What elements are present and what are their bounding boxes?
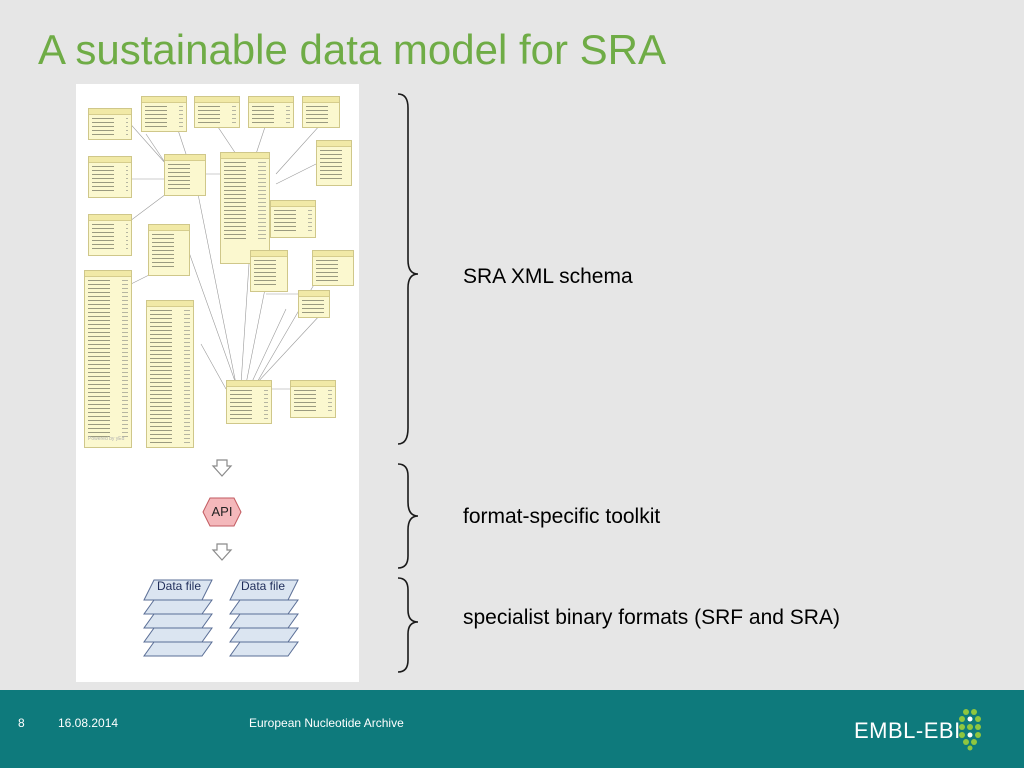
api-label: API (211, 504, 233, 519)
schema-table (312, 250, 354, 286)
footer-bar: 8 16.08.2014 European Nucleotide Archive… (0, 690, 1024, 768)
schema-table (141, 96, 187, 132)
schema-table (146, 300, 194, 448)
schema-table (316, 140, 352, 186)
footer-title: European Nucleotide Archive (249, 716, 404, 730)
schema-brace (397, 93, 419, 445)
embl-ebi-logo: EMBL-EBI (844, 706, 1004, 754)
up-arrow-1 (211, 459, 233, 477)
schema-table (164, 154, 206, 196)
label-sra-xml-schema: SRA XML schema (463, 265, 633, 288)
data-file-stack-left (143, 579, 213, 657)
label-format-toolkit: format-specific toolkit (463, 505, 661, 528)
data-file-label-right: Data file (240, 579, 286, 593)
braces (397, 93, 419, 673)
schema-table (88, 156, 132, 198)
footer-date: 16.08.2014 (58, 716, 119, 730)
slide-title: A sustainable data model for SRA (38, 26, 667, 73)
schema-diagram-figure: Powered by yEd API Data file Data file (76, 84, 359, 682)
data-file-label-left: Data file (156, 579, 202, 593)
schema-table (270, 200, 316, 238)
schema-table (84, 270, 132, 448)
up-arrow-2 (211, 543, 233, 561)
logo-text: EMBL-EBI (854, 718, 961, 743)
schema-table (248, 96, 294, 128)
toolkit-brace (397, 463, 419, 569)
schema-table (88, 108, 132, 140)
page-number: 8 (18, 716, 25, 730)
api-hexagon (202, 497, 242, 527)
data-file-stack-right (229, 579, 299, 657)
schema-table (302, 96, 340, 128)
hexagon-dots-icon (959, 709, 981, 751)
schema-table (298, 290, 330, 318)
schema-table (290, 380, 336, 418)
label-binary-formats: specialist binary formats (SRF and SRA) (463, 606, 840, 629)
schema-connectors (125, 118, 327, 657)
schema-table (226, 380, 272, 424)
powered-by-credit: Powered by yEd (88, 436, 125, 442)
schema-table (194, 96, 240, 128)
schema-table (88, 214, 132, 256)
schema-table (220, 152, 270, 264)
schema-table (148, 224, 190, 276)
binary-brace (397, 577, 419, 673)
schema-table (250, 250, 288, 292)
